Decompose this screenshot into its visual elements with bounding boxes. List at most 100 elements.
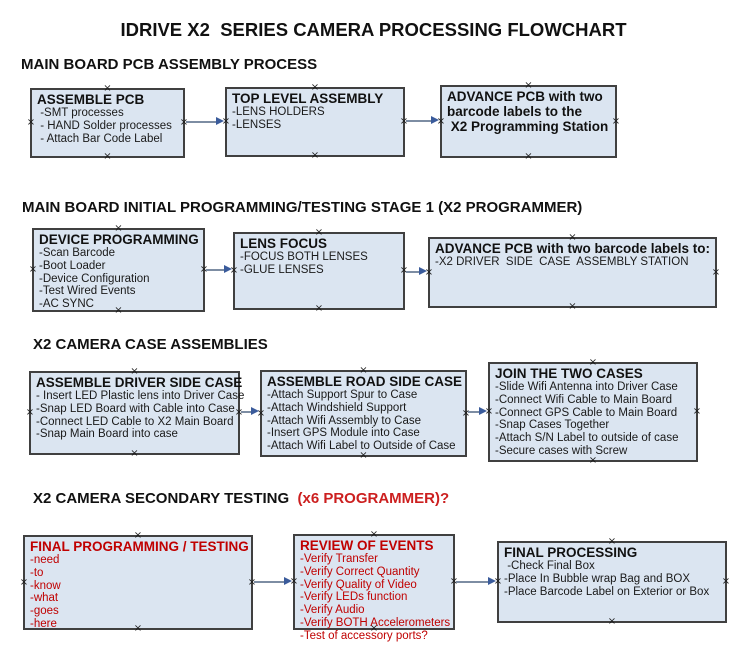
box-heading: DEVICE PROGRAMMING bbox=[39, 232, 199, 247]
box-item: -Attach Windshield Support bbox=[267, 401, 407, 414]
box-heading: REVIEW OF EVENTS bbox=[300, 538, 434, 553]
connection-anchor-icon: × bbox=[711, 266, 721, 278]
connector-line bbox=[254, 581, 287, 583]
connector-arrow[interactable] bbox=[254, 577, 292, 587]
box-item: -Check Final Box bbox=[504, 560, 595, 572]
box-item: -Boot Loader bbox=[39, 259, 106, 272]
box-heading: LENS FOCUS bbox=[240, 236, 328, 251]
box-item: -Connect GPS Cable to Main Board bbox=[495, 406, 678, 419]
box-item: -Connect LED Cable to X2 Main Board bbox=[36, 415, 234, 428]
flow-box-assemble-driver-side-case[interactable]: ASSEMBLE DRIVER SIDE CASE- Insert LED Pl… bbox=[25, 367, 245, 459]
section-header-1: MAIN BOARD PCB ASSEMBLY PROCESS bbox=[21, 56, 317, 73]
connector-arrow[interactable] bbox=[406, 267, 427, 277]
arrowhead-icon bbox=[251, 407, 259, 415]
box-item: -Verify Transfer bbox=[300, 553, 378, 565]
box-heading: ASSEMBLE PCB bbox=[37, 92, 145, 107]
flow-box-lens-focus[interactable]: LENS FOCUS-FOCUS BOTH LENSES-GLUE LENSES… bbox=[230, 228, 408, 314]
flow-box-review-of-events[interactable]: REVIEW OF EVENTS-Verify Transfer-Verify … bbox=[290, 530, 458, 642]
box-item: -Snap Main Board into case bbox=[36, 428, 178, 441]
box-item: -Test Wired Events bbox=[39, 285, 136, 298]
box-item: -Place Barcode Label on Exterior or Box bbox=[504, 585, 710, 598]
flow-box-device-programming[interactable]: DEVICE PROGRAMMING-Scan Barcode-Boot Loa… bbox=[28, 224, 208, 316]
flow-box-advance-pcb-to-driver-side-station[interactable]: ADVANCE PCB with two barcode labels to:-… bbox=[425, 233, 721, 312]
box-item: -Device Configuration bbox=[39, 272, 150, 285]
arrowhead-icon bbox=[284, 577, 292, 585]
section-header-red-text: (x6 PROGRAMMER)? bbox=[293, 490, 450, 507]
box-item: - Attach Bar Code Label bbox=[37, 132, 163, 145]
flow-box-advance-pcb-to-programming-station[interactable]: ADVANCE PCB with two barcode labels to t… bbox=[437, 81, 621, 162]
box-item: -LENS HOLDERS bbox=[232, 106, 325, 118]
connector-arrow[interactable] bbox=[468, 407, 487, 417]
connection-anchor-icon: × bbox=[692, 406, 702, 417]
box-item: -Test of accessory ports? bbox=[300, 629, 428, 642]
connector-arrow[interactable] bbox=[186, 117, 224, 127]
box-item: - Insert LED Plastic lens into Driver Ca… bbox=[36, 390, 245, 402]
flow-box-assemble-pcb[interactable]: ASSEMBLE PCB -SMT processes - HAND Solde… bbox=[26, 84, 188, 162]
box-item: -Secure cases with Screw bbox=[495, 444, 628, 457]
connection-anchor-icon: × bbox=[721, 576, 731, 587]
connection-anchor-icon: × bbox=[103, 151, 112, 162]
connector-line bbox=[206, 269, 227, 271]
connection-anchor-icon: × bbox=[524, 151, 533, 162]
box-item: -Verify LEDs function bbox=[300, 591, 408, 604]
box-item: -Snap LED Board with Cable into Case bbox=[36, 402, 235, 415]
arrowhead-icon bbox=[419, 267, 427, 275]
box-heading: FINAL PROCESSING bbox=[504, 545, 638, 560]
connector-arrow[interactable] bbox=[241, 407, 259, 417]
connection-anchor-icon: × bbox=[611, 115, 621, 127]
box-item: -AC SYNC bbox=[39, 298, 94, 311]
flow-box-top-level-assembly[interactable]: TOP LEVEL ASSEMBLY-LENS HOLDERS-LENSES××… bbox=[222, 83, 408, 161]
flow-box-final-programming-testing[interactable]: FINAL PROGRAMMING / TESTING-need-to-know… bbox=[20, 531, 256, 634]
connection-anchor-icon: × bbox=[25, 407, 35, 418]
box-item: -Attach S/N Label to outside of case bbox=[495, 432, 679, 445]
connection-anchor-icon: × bbox=[310, 150, 320, 161]
connector-arrow[interactable] bbox=[206, 265, 232, 275]
arrowhead-icon bbox=[224, 265, 232, 273]
box-item: -Verify Quality of Video bbox=[300, 578, 417, 591]
connector-line bbox=[468, 411, 482, 413]
connection-anchor-icon: × bbox=[26, 117, 36, 128]
connector-arrow[interactable] bbox=[406, 116, 439, 126]
connector-line bbox=[406, 120, 434, 122]
box-item: -what bbox=[30, 592, 59, 605]
page-title: IDRIVE X2 SERIES CAMERA PROCESSING FLOWC… bbox=[120, 19, 627, 40]
box-heading: JOIN THE TWO CASES bbox=[495, 366, 643, 381]
connector-arrow[interactable] bbox=[456, 577, 496, 587]
box-item: -Attach Wifi Assembly to Case bbox=[267, 414, 422, 427]
section-header-text: MAIN BOARD PCB ASSEMBLY PROCESS bbox=[21, 56, 318, 73]
box-item: -GLUE LENSES bbox=[240, 263, 324, 276]
arrowhead-icon bbox=[216, 117, 224, 125]
box-heading: ASSEMBLE DRIVER SIDE CASE bbox=[36, 375, 243, 390]
arrowhead-icon bbox=[431, 116, 439, 124]
connector-line bbox=[186, 121, 219, 123]
connection-anchor-icon: × bbox=[568, 301, 577, 312]
section-header-3: X2 CAMERA CASE ASSEMBLIES bbox=[33, 336, 268, 353]
section-header-text: X2 CAMERA CASE ASSEMBLIES bbox=[33, 336, 268, 353]
box-item: -Scan Barcode bbox=[39, 247, 116, 259]
box-item: -Slide Wifi Antenna into Driver Case bbox=[495, 381, 678, 393]
flow-box-join-the-two-cases[interactable]: JOIN THE TWO CASES-Slide Wifi Antenna in… bbox=[485, 358, 702, 466]
arrowhead-icon bbox=[479, 407, 487, 415]
box-heading: ADVANCE PCB with two barcode labels to: bbox=[435, 241, 711, 256]
flow-box-final-processing[interactable]: FINAL PROCESSING -Check Final Box-Place … bbox=[494, 537, 731, 627]
connection-anchor-icon: × bbox=[607, 616, 617, 627]
connection-anchor-icon: × bbox=[28, 264, 38, 275]
box-heading: ADVANCE PCB with two barcode labels to t… bbox=[447, 89, 609, 134]
box-item: -Verify Correct Quantity bbox=[300, 565, 420, 578]
box-heading: TOP LEVEL ASSEMBLY bbox=[232, 91, 384, 106]
connection-anchor-icon: × bbox=[130, 448, 139, 459]
connector-line bbox=[241, 411, 254, 413]
box-item: -Verify BOTH Accelerometers bbox=[300, 616, 451, 629]
connector-line bbox=[406, 271, 422, 273]
box-item: -Place In Bubble wrap Bag and BOX bbox=[504, 572, 691, 585]
flow-box-assemble-road-side-case[interactable]: ASSEMBLE ROAD SIDE CASE-Attach Support S… bbox=[257, 366, 470, 461]
section-header-text: X2 CAMERA SECONDARY TESTING bbox=[33, 490, 294, 507]
box-item: -goes bbox=[30, 605, 59, 618]
section-header-4: X2 CAMERA SECONDARY TESTING (x6 PROGRAMM… bbox=[33, 490, 449, 507]
box-item: -Connect Wifi Cable to Main Board bbox=[495, 393, 673, 406]
box-item: -Insert GPS Module into Case bbox=[267, 427, 420, 440]
box-item: -know bbox=[30, 579, 61, 592]
box-heading: FINAL PROGRAMMING / TESTING bbox=[30, 539, 249, 554]
box-item: -Attach Wifi Label to Outside of Case bbox=[267, 440, 456, 453]
